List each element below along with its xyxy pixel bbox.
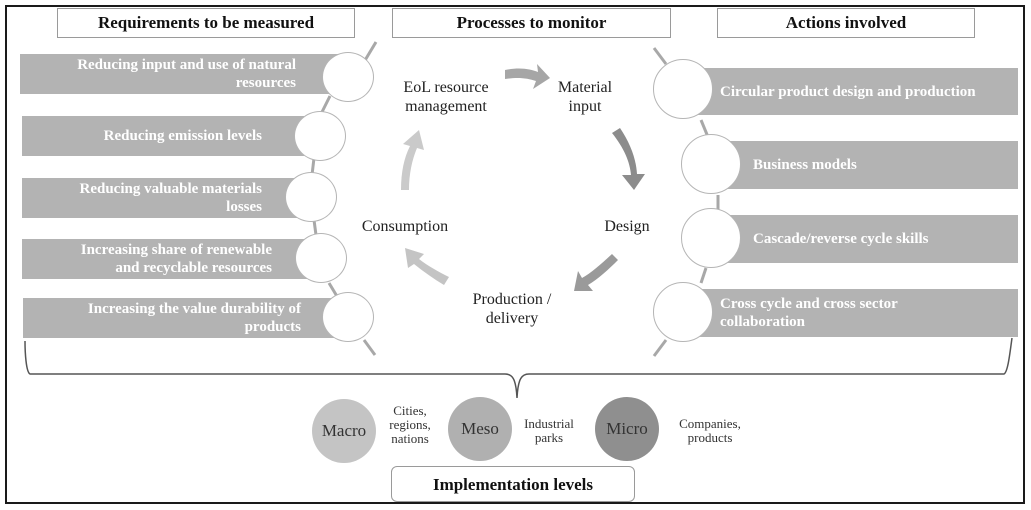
left-spine-segment (312, 219, 318, 236)
requirement-item: Increasing the value durability of produc… (23, 298, 343, 338)
requirement-item: Increasing share of renewable and recycla… (22, 239, 314, 279)
requirement-circle (322, 52, 374, 102)
action-item: Cross cycle and cross sector collaboratio… (692, 289, 1018, 337)
requirement-circle (285, 172, 337, 222)
header-actions: Actions involved (717, 8, 975, 38)
action-text: Business models (753, 157, 857, 173)
arrow-design-to-production (574, 254, 618, 291)
requirement-text: Increasing the value durability of (87, 301, 301, 317)
level-name: Macro (321, 421, 367, 440)
requirement-item: Reducing input and use of natural resourc… (20, 54, 338, 94)
right-spine-segment (652, 47, 668, 65)
bracket-path (24, 337, 1013, 399)
requirement-item: Reducing emission levels (22, 116, 304, 156)
action-text: collaboration (720, 314, 805, 330)
requirement-text: Reducing emission levels (103, 128, 262, 144)
requirement-circle (295, 233, 347, 283)
requirement-circle (322, 292, 374, 342)
left-spine-segment (320, 95, 332, 113)
arrow-material-to-design (612, 128, 645, 190)
level-micro-desc: Companies,products (679, 416, 741, 445)
requirement-item: Reducing valuable materials losses (22, 178, 304, 218)
requirement-text: Reducing input and use of natural (77, 57, 296, 73)
action-item: Cascade/reverse cycle skills (706, 215, 1018, 263)
right-spine-segment (699, 267, 708, 284)
level-macro-desc: Cities,regions,nations (389, 403, 431, 446)
process-consumption: Consumption (361, 218, 449, 235)
requirement-text: resources (235, 75, 296, 91)
action-item: Circular product design and production (692, 68, 1018, 115)
action-item: Business models (706, 141, 1018, 189)
level-meso-circle: Meso (448, 397, 512, 461)
action-text: Circular product design and production (720, 83, 976, 100)
arrow-eol-to-material (505, 64, 550, 89)
header-processes: Processes to monitor (392, 8, 671, 38)
process-production-delivery: Production /delivery (472, 291, 552, 327)
action-circle (653, 59, 713, 119)
requirement-text: Reducing valuable materials (79, 181, 263, 197)
diagram-frame (5, 5, 1025, 504)
requirement-text: losses (226, 199, 262, 215)
action-circle (681, 134, 741, 194)
level-micro-circle: Micro (595, 397, 659, 461)
implementation-levels-label: Implementation levels (391, 466, 635, 502)
action-text: Cross cycle and cross sector (720, 296, 898, 312)
arrow-consumption-to-eol (401, 130, 424, 190)
requirement-circle (294, 111, 346, 161)
requirement-text: products (244, 319, 301, 335)
level-name: Micro (606, 419, 648, 438)
level-name: Meso (461, 419, 499, 438)
level-macro-circle: Macro (312, 399, 376, 463)
requirement-text: and recyclable resources (115, 260, 272, 276)
requirement-text: Increasing share of renewable (80, 242, 272, 258)
action-circle (681, 208, 741, 268)
action-circle (653, 282, 713, 342)
header-requirements: Requirements to be measured (57, 8, 355, 38)
action-text: Cascade/reverse cycle skills (753, 231, 929, 247)
left-spine-segment (362, 339, 377, 356)
process-design: Design (604, 218, 650, 235)
right-spine-segment (652, 339, 668, 357)
arrow-production-to-consumption (405, 248, 449, 285)
